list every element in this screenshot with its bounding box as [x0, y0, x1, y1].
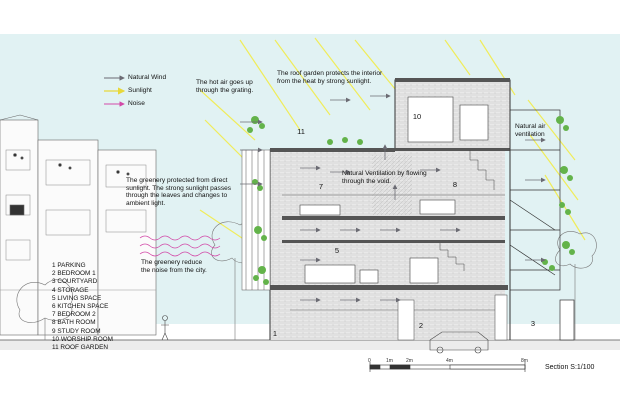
annotation-natural-ventilation: Natural Ventilation by flowing through t… [342, 170, 427, 185]
room-number-10: 10 [412, 112, 422, 121]
annotation-greenery-protect: The greenery protected from direct sunli… [126, 177, 232, 207]
room-list-item: 6 KITCHEN SPACE [52, 302, 109, 310]
room-number-5: 5 [334, 246, 340, 255]
neighbor-buildings [0, 114, 157, 336]
facade-grating [241, 149, 271, 291]
ground [0, 340, 620, 350]
room-list: 1 PARKING 2 BEDROOM 1 3 COURTYARD 4 STOR… [52, 262, 113, 352]
house-section [268, 78, 511, 354]
room-number-2: 2 [418, 321, 424, 330]
scale-label: Section S:1/100 [545, 364, 595, 371]
scale-tick-1m: 1m [386, 358, 393, 364]
scale-tick-8m: 8m [521, 358, 528, 364]
room-number-3: 3 [530, 319, 536, 328]
legend-sun-label: Sunlight [128, 87, 152, 94]
room-number-1: 1 [272, 329, 278, 338]
scale-tick-2m: 2m [406, 358, 413, 364]
scale-bar [369, 362, 526, 372]
annotation-greenery-noise: The greenery reduce the noise from the c… [141, 259, 207, 274]
annotation-natural-air: Natural air ventilation [515, 123, 546, 138]
room-number-8: 8 [452, 180, 458, 189]
annotation-hot-air: The hot air goes up through the grating. [196, 79, 254, 94]
greenery-plants [247, 116, 575, 285]
room-list-item: 11 ROOF GARDEN [52, 343, 108, 351]
legend-symbols [104, 75, 126, 107]
room-number-11: 11 [297, 127, 305, 136]
room-list-item: 3 COURTYARD [52, 278, 98, 286]
room-list-item: 7 BEDROOM 2 [52, 311, 96, 319]
room-number-7: 7 [318, 182, 324, 191]
wind-arrows [240, 93, 546, 303]
noise-waves [139, 235, 221, 257]
room-list-item: 1 PARKING [52, 262, 86, 269]
scale-tick-4m: 4m [446, 358, 453, 364]
legend-noise-label: Noise [128, 100, 145, 107]
scale-tick-0: 0 [368, 358, 371, 364]
legend-wind-label: Natural Wind [128, 74, 167, 81]
room-list-item: 9 STUDY ROOM [52, 327, 101, 335]
street-trees [16, 221, 597, 340]
room-list-item: 8 BATH ROOM [52, 319, 96, 327]
room-list-item: 4 STORAGE [52, 286, 89, 294]
room-list-item: 10 WORSHIP ROOM [52, 335, 113, 343]
room-list-item: 2 BEDROOM 1 [52, 270, 96, 278]
room-list-item: 5 LIVING SPACE [52, 294, 102, 302]
annotation-roof-garden: The roof garden protects the interior fr… [277, 70, 383, 85]
